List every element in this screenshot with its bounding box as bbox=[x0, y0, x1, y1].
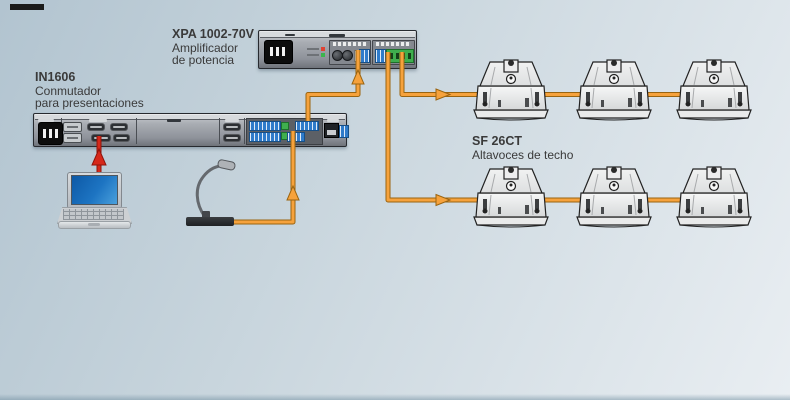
amplifier-model: XPA 1002-70V bbox=[172, 27, 254, 41]
arrow-right-bottom-row bbox=[435, 193, 452, 207]
hdmi-input-4 bbox=[113, 134, 130, 142]
section-label-audio bbox=[272, 116, 296, 119]
amplifier-label: XPA 1002-70V Amplificador de potencia bbox=[172, 28, 254, 67]
mic-input-terminal bbox=[287, 132, 305, 142]
led-label-line2 bbox=[307, 54, 319, 56]
switcher-top-face bbox=[35, 115, 345, 120]
microphone-capsule bbox=[217, 159, 236, 171]
hdmi-output-1 bbox=[223, 123, 241, 131]
section-label-power bbox=[38, 119, 54, 122]
section-label-lan bbox=[327, 119, 339, 122]
divider bbox=[244, 118, 245, 144]
divider bbox=[219, 118, 220, 144]
in1606-switcher-device bbox=[33, 113, 349, 147]
power-inlet-icon bbox=[264, 40, 293, 64]
audio-output-terminal-top bbox=[295, 121, 319, 131]
amplifier-desc-line1: Amplificador bbox=[172, 40, 239, 55]
rating-mark bbox=[285, 34, 295, 36]
amplifier-input-terminal bbox=[359, 49, 370, 63]
brand-mark bbox=[329, 33, 345, 37]
switcher-desc-line1: Conmutador bbox=[35, 83, 102, 98]
audio-mini-terminal-top bbox=[281, 122, 289, 130]
power-led bbox=[321, 53, 325, 57]
amplifier-output-panel bbox=[372, 40, 415, 65]
vga-input-bottom bbox=[63, 133, 82, 143]
ceiling-speaker-1 bbox=[473, 59, 549, 121]
input-panel-label bbox=[331, 42, 367, 46]
microphone-mount bbox=[202, 211, 210, 219]
speakers-model: SF 26CT bbox=[472, 134, 523, 148]
xpa-amplifier-device bbox=[258, 30, 417, 69]
microphone-base bbox=[186, 217, 234, 226]
ceiling-speaker-5 bbox=[576, 166, 652, 228]
gain-knob-right bbox=[342, 50, 353, 61]
ceiling-speaker-2 bbox=[576, 59, 652, 121]
arrow-up-red bbox=[91, 147, 107, 166]
divider bbox=[136, 118, 137, 144]
bottom-edge-shadow bbox=[0, 394, 790, 400]
hdmi-input-2 bbox=[110, 123, 128, 131]
audio-terminal-section bbox=[246, 118, 323, 145]
standby-led bbox=[321, 47, 325, 51]
led-label-line1 bbox=[307, 48, 319, 50]
output-aux-terminal bbox=[375, 49, 386, 63]
cable-amp-to-top-row bbox=[399, 52, 702, 101]
face-print-mark bbox=[167, 119, 181, 122]
ceiling-speaker-6 bbox=[676, 166, 752, 228]
laptop-keyboard bbox=[63, 209, 124, 220]
lan-port-icon bbox=[324, 123, 339, 138]
arrow-up-to-amp bbox=[351, 68, 365, 85]
section-label-inputs bbox=[89, 119, 107, 122]
speaker-output-terminal bbox=[386, 49, 414, 63]
ceiling-speaker-4 bbox=[473, 166, 549, 228]
top-left-mark bbox=[10, 4, 44, 10]
output-panel-label bbox=[374, 42, 411, 46]
remote-terminal bbox=[339, 125, 349, 138]
hdmi-input-3 bbox=[91, 134, 111, 142]
speakers-desc-line1: Altavoces de techo bbox=[472, 147, 574, 162]
hdmi-input-1 bbox=[87, 123, 105, 131]
audio-input-terminals-bottom bbox=[249, 132, 281, 142]
laptop-touchpad-notch bbox=[88, 223, 100, 226]
laptop-screen bbox=[71, 175, 118, 205]
section-label-outputs bbox=[225, 119, 239, 122]
switcher-label: IN1606 Conmutador para presentaciones bbox=[35, 71, 144, 110]
audio-input-terminals-top bbox=[249, 121, 281, 131]
arrow-up-to-switcher bbox=[286, 184, 300, 201]
ceiling-speaker-3 bbox=[676, 59, 752, 121]
hdmi-output-2 bbox=[223, 134, 241, 142]
amplifier-desc-line2: de potencia bbox=[172, 53, 235, 67]
speakers-label: SF 26CT Altavoces de techo bbox=[472, 135, 573, 161]
power-inlet-icon bbox=[38, 122, 63, 145]
switcher-desc-line2: para presentaciones bbox=[35, 96, 144, 110]
amplifier-input-panel bbox=[329, 40, 371, 65]
arrow-right-top-row bbox=[435, 88, 452, 101]
switcher-model: IN1606 bbox=[35, 70, 76, 84]
vga-input-top bbox=[63, 122, 82, 132]
